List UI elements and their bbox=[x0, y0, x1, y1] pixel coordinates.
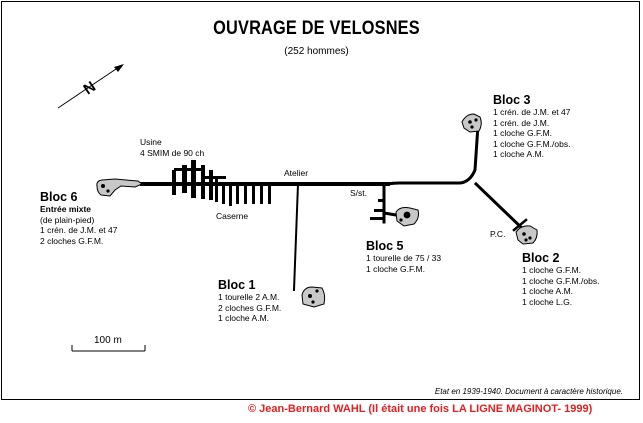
north-arrow-icon: N bbox=[57, 64, 124, 109]
bloc3-label: Bloc 3 1 crén. de J.M. et 47 1 crén. de … bbox=[493, 93, 571, 159]
bloc2-label: Bloc 2 1 cloche G.F.M. 1 cloche G.F.M./o… bbox=[522, 251, 600, 307]
pc-label: P.C. bbox=[490, 229, 506, 239]
atelier-label: Atelier bbox=[284, 168, 309, 178]
usine-label: Usine 4 SMIM de 90 ch bbox=[140, 137, 205, 158]
bloc3-shape bbox=[461, 113, 482, 133]
bloc-shapes bbox=[96, 113, 538, 308]
historical-note: Etat en 1939-1940. Document à caractère … bbox=[434, 387, 623, 396]
scale-label: 100 m bbox=[94, 335, 122, 346]
scale-bar bbox=[71, 345, 146, 352]
page-title: OUVRAGE DE VELOSNES bbox=[213, 18, 420, 39]
bloc1-label: Bloc 1 1 tourelle 2 A.M. 2 cloches G.F.M… bbox=[218, 278, 282, 323]
map-frame bbox=[1, 1, 640, 400]
caserne-usine-galleries bbox=[172, 160, 384, 220]
bloc2-shape bbox=[515, 225, 538, 245]
caserne-label: Caserne bbox=[216, 211, 249, 221]
page-subtitle: (252 hommes) bbox=[284, 46, 349, 57]
bloc5-label: Bloc 5 1 tourelle de 75 / 33 1 cloche G.… bbox=[366, 239, 442, 274]
bloc1-shape bbox=[301, 286, 326, 308]
cloche-markers bbox=[101, 118, 532, 304]
north-label: N bbox=[80, 78, 98, 98]
copyright-notice: © Jean-Bernard WAHL (Il était une fois L… bbox=[248, 403, 593, 415]
gallery-network bbox=[140, 123, 529, 292]
bloc6-label: Bloc 6 Entrée mixte (de plain-pied) 1 cr… bbox=[40, 190, 118, 246]
sst-label: S/st. bbox=[350, 188, 368, 198]
